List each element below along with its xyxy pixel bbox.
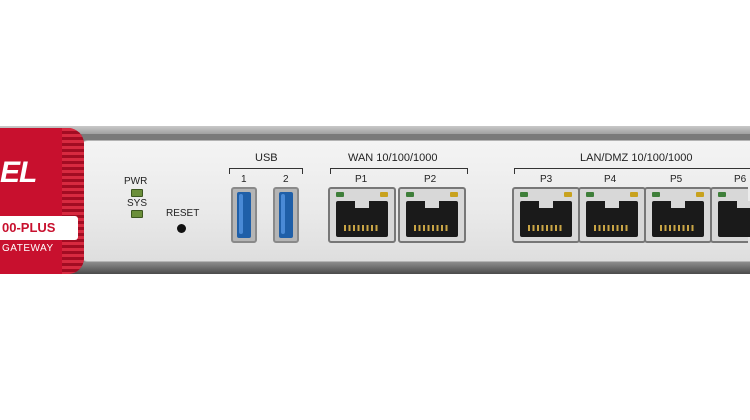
usb-port-2[interactable] <box>273 187 299 243</box>
activity-led <box>630 192 638 197</box>
lan-port-p5-label: P5 <box>670 174 683 185</box>
activity-led <box>564 192 572 197</box>
link-led <box>406 192 414 197</box>
link-led <box>652 192 660 197</box>
wan-port-p2[interactable] <box>398 187 466 243</box>
lan-port-p6[interactable] <box>710 187 750 243</box>
device-subtitle: GATEWAY <box>2 243 54 254</box>
chassis-bottom-edge <box>0 262 750 274</box>
link-led <box>520 192 528 197</box>
link-led <box>586 192 594 197</box>
lan-port-p4-label: P4 <box>604 174 617 185</box>
model-name: 00-PLUS <box>2 220 56 235</box>
link-led <box>718 192 726 197</box>
usb-port-2-label: 2 <box>283 174 289 185</box>
lan-port-p4[interactable] <box>578 187 646 243</box>
lan-group-label: LAN/DMZ 10/100/1000 <box>580 152 693 164</box>
activity-led <box>450 192 458 197</box>
brand-logo-text: EL <box>0 156 37 189</box>
usb-port-1[interactable] <box>231 187 257 243</box>
sys-led-label: SYS <box>127 198 148 209</box>
wan-port-p2-label: P2 <box>424 174 437 185</box>
sys-led <box>131 210 143 218</box>
lan-group-bracket <box>514 168 750 174</box>
usb-group-bracket <box>229 168 303 174</box>
lan-port-p3-label: P3 <box>540 174 553 185</box>
link-led <box>336 192 344 197</box>
wan-group-label: WAN 10/100/1000 <box>348 152 438 164</box>
usb-port-1-label: 1 <box>241 174 247 185</box>
model-plate <box>0 216 78 240</box>
lan-port-p5[interactable] <box>644 187 712 243</box>
wan-group-bracket <box>330 168 468 174</box>
reset-button[interactable] <box>177 224 186 233</box>
activity-led <box>380 192 388 197</box>
lan-port-p6-label: P6 <box>734 174 747 185</box>
reset-label: RESET <box>166 208 200 219</box>
wan-port-p1-label: P1 <box>355 174 368 185</box>
usb-group-label: USB <box>255 152 278 164</box>
lan-port-p3[interactable] <box>512 187 580 243</box>
activity-led <box>696 192 704 197</box>
pwr-led-label: PWR <box>124 176 148 187</box>
panel-ribs <box>62 128 84 274</box>
pwr-led <box>131 189 143 197</box>
wan-port-p1[interactable] <box>328 187 396 243</box>
